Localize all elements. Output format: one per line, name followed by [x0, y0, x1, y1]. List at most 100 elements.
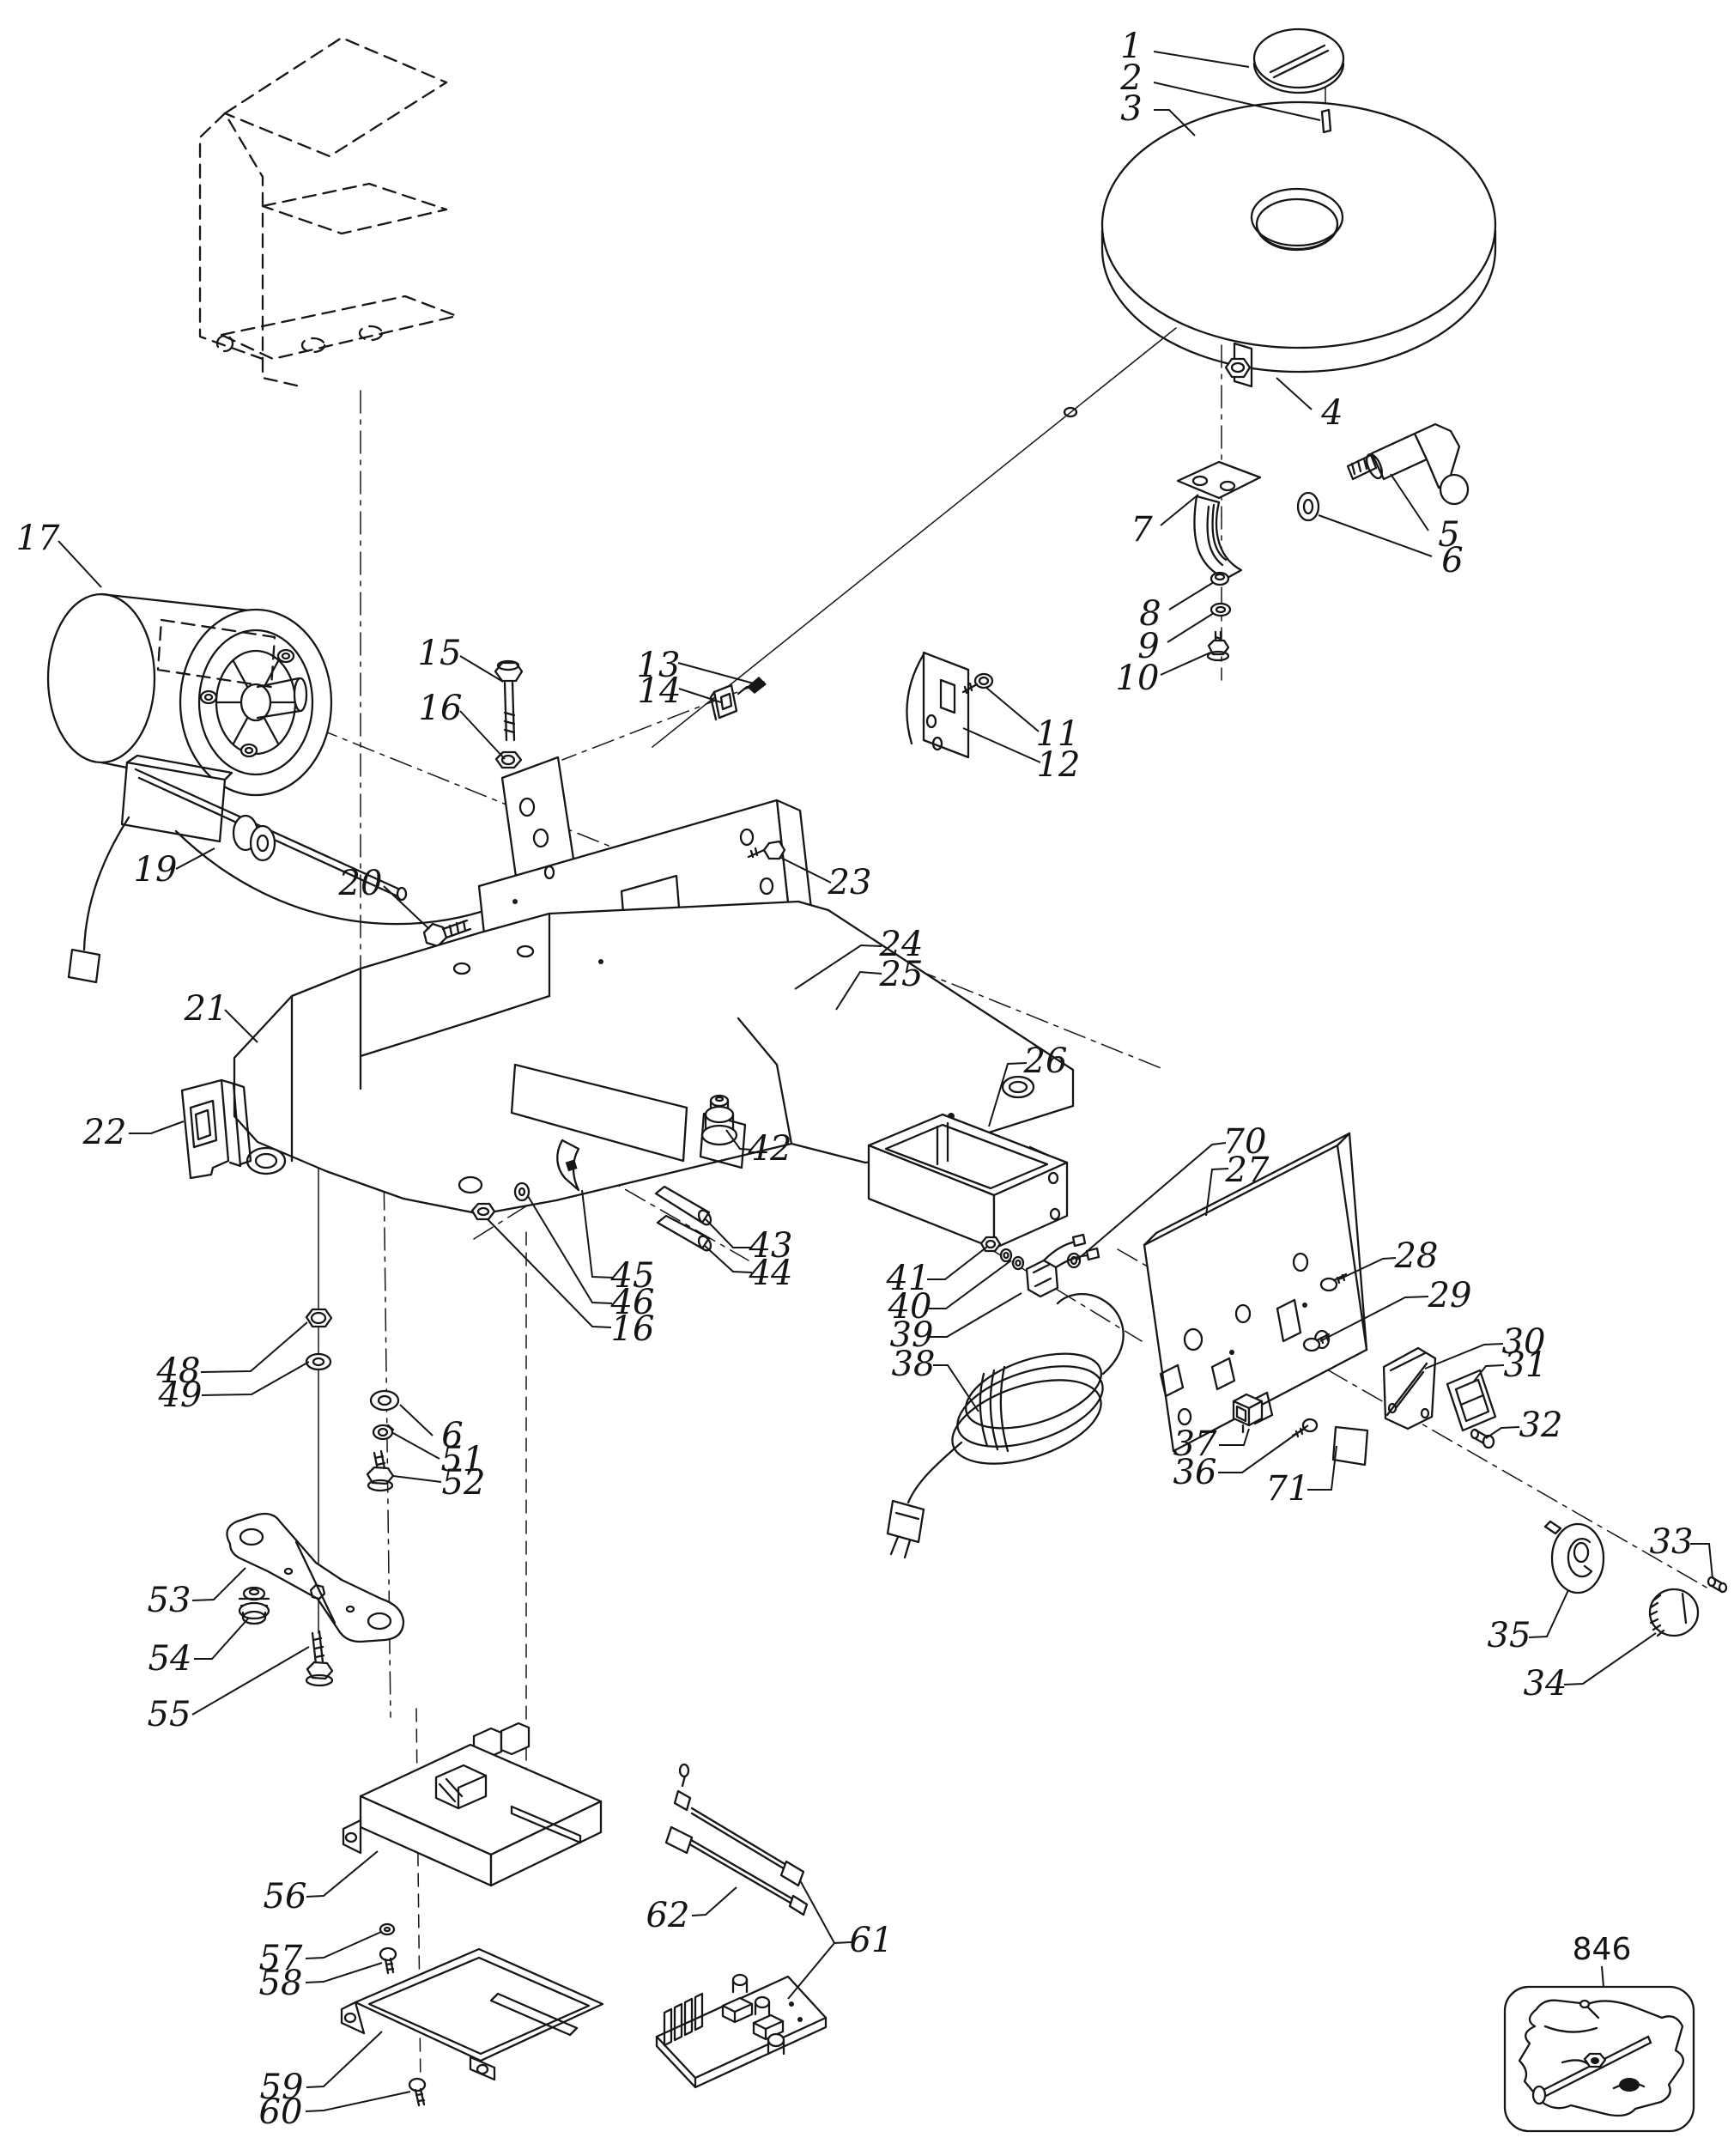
- callout-54-54: 54: [149, 1617, 250, 1679]
- callout-33-39: 33: [1650, 1522, 1713, 1579]
- bolt-23: [747, 840, 786, 860]
- callout-41-47: 41: [886, 1246, 988, 1298]
- connector-37: [1232, 1393, 1264, 1434]
- part-number-12: 12: [1037, 745, 1081, 785]
- part-number-55: 55: [148, 1695, 191, 1734]
- callout-34-40: 34: [1524, 1632, 1657, 1704]
- part-number-62: 62: [646, 1896, 690, 1935]
- hardware-bag: [1503, 1985, 1695, 2133]
- washer-9: [1210, 602, 1232, 617]
- rocker-switch-31: [1446, 1369, 1497, 1432]
- cam-dial-35: [1543, 1520, 1605, 1594]
- part-number-49: 49: [158, 1376, 203, 1415]
- part-number-44: 44: [749, 1254, 793, 1293]
- part-number-71: 71: [1266, 1469, 1310, 1509]
- callout-3-2: 3: [1120, 89, 1196, 137]
- part-number-6: 6: [1441, 541, 1463, 580]
- part-number-33: 33: [1650, 1522, 1694, 1562]
- callout-55-55: 55: [148, 1646, 310, 1734]
- callout-57-57: 57: [259, 1931, 382, 1978]
- bolt-52: [366, 1449, 395, 1492]
- part-number-41: 41: [886, 1259, 931, 1298]
- washer-6-upper: [1296, 491, 1320, 522]
- part-number-3: 3: [1120, 89, 1142, 129]
- part-number-4: 4: [1320, 393, 1343, 433]
- callout-38-44: 38: [892, 1345, 979, 1412]
- callout-7-6: 7: [1131, 494, 1199, 550]
- screw-58: [379, 1946, 397, 1975]
- callout-23-21: 23: [779, 856, 872, 902]
- pin-2: [1320, 108, 1332, 134]
- bushing-54: [238, 1586, 270, 1625]
- part-number-9: 9: [1137, 627, 1159, 666]
- part-number-57: 57: [259, 1939, 303, 1978]
- callout-44-27: 44: [703, 1244, 793, 1293]
- part-number-16: 16: [419, 689, 463, 728]
- motor: [46, 592, 482, 984]
- callout-12-11: 12: [962, 727, 1081, 785]
- eccentric-shaft: [134, 768, 408, 902]
- part-number-56: 56: [264, 1877, 307, 1916]
- screw-13: [737, 677, 767, 695]
- lock-handle-5: [1346, 422, 1470, 506]
- callout-25-23: 25: [835, 955, 923, 1011]
- part-number-40: 40: [888, 1287, 932, 1327]
- sleeve-43: [654, 1185, 712, 1226]
- callout-6-50: 6: [399, 1404, 464, 1455]
- screw-60: [408, 2077, 427, 2107]
- callout-52-52: 52: [392, 1463, 485, 1503]
- callout-43-26: 43: [705, 1218, 792, 1266]
- callout-49-49: 49: [158, 1361, 310, 1415]
- callout-20-18: 20: [338, 864, 430, 930]
- part-number-6: 6: [441, 1416, 463, 1455]
- part-number-5: 5: [1438, 515, 1459, 555]
- nut-16-lower: [470, 1202, 496, 1221]
- washer-40: [999, 1248, 1025, 1271]
- part-number-8: 8: [1139, 594, 1161, 634]
- bolt-15: [494, 659, 524, 742]
- trunnion-bracket-7: [1176, 460, 1262, 580]
- callout-14-13: 14: [638, 671, 722, 711]
- nut-48: [305, 1308, 333, 1328]
- part-number-20: 20: [338, 864, 383, 903]
- clamp-45: [556, 1139, 580, 1192]
- part-number-13: 13: [637, 646, 681, 685]
- part-number-19: 19: [134, 850, 178, 890]
- callout-15-14: 15: [418, 634, 504, 683]
- circuit-board-61: [655, 1973, 828, 2089]
- callout-53-53: 53: [148, 1567, 246, 1620]
- callout-58-58: 58: [259, 1962, 383, 2003]
- sleeve-44: [656, 1214, 712, 1252]
- part-number-59: 59: [260, 2068, 304, 2107]
- part-number-48: 48: [156, 1351, 201, 1391]
- callout-10-9: 10: [1116, 652, 1211, 698]
- part-number-38: 38: [892, 1345, 936, 1384]
- part-number-1: 1: [1120, 27, 1142, 66]
- part-number-46: 46: [610, 1283, 655, 1322]
- callout-24-22: 24: [794, 925, 923, 990]
- bolt-10: [1206, 630, 1230, 662]
- part-number-54: 54: [149, 1639, 192, 1679]
- set-screw-33: [1707, 1576, 1728, 1594]
- part-number-39: 39: [890, 1315, 934, 1355]
- part-number-846: 846: [1573, 1932, 1632, 1967]
- arm-housing-phantom: [198, 36, 458, 388]
- part-number-7: 7: [1131, 510, 1153, 550]
- part-number-37: 37: [1173, 1424, 1217, 1464]
- wire-leads-62: [664, 1763, 809, 1916]
- storage-door-22: [180, 1078, 252, 1180]
- clip-nut-14: [709, 683, 738, 721]
- part-number-21: 21: [184, 989, 228, 1029]
- callout-1-0: 1: [1120, 27, 1250, 68]
- part-number-23: 23: [828, 863, 872, 902]
- callout-11-10: 11: [985, 686, 1079, 754]
- table-disc: [1063, 100, 1497, 418]
- callout-31-36: 31: [1472, 1345, 1547, 1385]
- screw-29: [1302, 1333, 1331, 1352]
- callout-4-3: 4: [1276, 377, 1343, 433]
- callout-8-7: 8: [1139, 581, 1215, 634]
- bolt-20: [422, 919, 472, 948]
- callout-60-60: 60: [259, 2091, 411, 2132]
- bracket-12: [906, 651, 970, 759]
- washer-46: [513, 1181, 531, 1202]
